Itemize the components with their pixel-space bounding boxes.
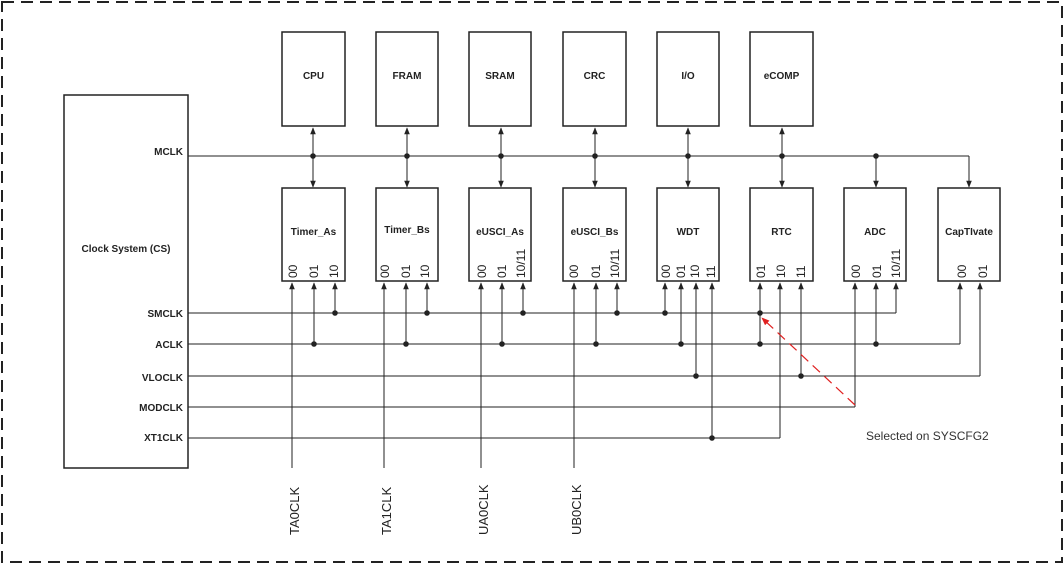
select-code: 00 xyxy=(849,264,863,278)
signal-label-aclk: ACLK xyxy=(155,340,184,351)
top-module-label: FRAM xyxy=(393,71,422,82)
select-code: 10 xyxy=(774,264,788,278)
syscfg2-annotation: Selected on SYSCFG2 xyxy=(761,317,989,443)
select-code: 00 xyxy=(475,264,489,278)
signal-label-modclk: MODCLK xyxy=(139,403,184,414)
peripheral-label: CapTIvate xyxy=(945,227,993,238)
clock-lines xyxy=(188,312,980,439)
mclk-bus xyxy=(188,127,972,188)
signal-label-vloclk: VLOCLK xyxy=(142,373,184,384)
top-module-sram: SRAM xyxy=(468,31,532,127)
peripheral-timer-bs: Timer_Bs 00 01 10 xyxy=(375,187,439,282)
external-clock-ub0clk: UB0CLK xyxy=(569,484,584,535)
junction-dots xyxy=(311,310,879,441)
select-code: 01 xyxy=(976,264,990,278)
peripheral-label: WDT xyxy=(677,227,700,238)
select-code: 01 xyxy=(754,264,768,278)
top-module-fram: FRAM xyxy=(375,31,439,127)
peripheral-captivate: CapTIvate 00 01 xyxy=(937,187,1001,282)
peripheral-label: Timer_Bs xyxy=(384,225,430,236)
top-module-label: I/O xyxy=(681,71,695,82)
peripheral-eusci-bs: eUSCI_Bs 00 01 10/11 xyxy=(562,187,627,282)
select-code: 00 xyxy=(955,264,969,278)
select-code: 11 xyxy=(704,265,718,278)
select-code: 10/11 xyxy=(608,249,622,278)
peripheral-timer-as: Timer_As 00 01 10 xyxy=(281,187,346,282)
top-module-cpu: CPU xyxy=(281,31,346,127)
select-code: 00 xyxy=(567,264,581,278)
clock-system-block: Clock System (CS) MCLK SMCLK ACLK VLOCLK… xyxy=(63,94,189,469)
select-code: 10/11 xyxy=(514,249,528,278)
select-code: 11 xyxy=(794,265,808,278)
select-code: 00 xyxy=(378,264,392,278)
peripheral-rtc: RTC 01 10 11 xyxy=(749,187,814,282)
external-clock-ua0clk: UA0CLK xyxy=(476,484,491,535)
peripheral-label: eUSCI_Bs xyxy=(571,227,619,238)
peripheral-label: Timer_As xyxy=(291,227,337,238)
select-wires xyxy=(289,282,983,468)
top-module-ecomp: eCOMP xyxy=(749,31,814,127)
peripheral-wdt: WDT 00 01 10 11 xyxy=(656,187,720,282)
signal-label-xt1clk: XT1CLK xyxy=(144,433,184,444)
top-module-label: eCOMP xyxy=(764,71,800,82)
select-code: 10 xyxy=(327,264,341,278)
select-code: 01 xyxy=(674,264,688,278)
peripheral-label: RTC xyxy=(771,227,792,238)
clock-system-label: Clock System (CS) xyxy=(82,244,171,255)
external-clock-ta1clk: TA1CLK xyxy=(379,487,394,535)
select-code: 00 xyxy=(659,264,673,278)
external-clock-ta0clk: TA0CLK xyxy=(287,487,302,535)
top-module-label: SRAM xyxy=(485,71,514,82)
top-module-io: I/O xyxy=(656,31,720,127)
peripheral-label: eUSCI_As xyxy=(476,227,524,238)
peripheral-label: ADC xyxy=(864,227,886,238)
select-code: 01 xyxy=(495,264,509,278)
peripheral-eusci-as: eUSCI_As 00 01 10/11 xyxy=(468,187,532,282)
annotation-text: Selected on SYSCFG2 xyxy=(866,429,989,443)
top-module-label: CPU xyxy=(303,71,324,82)
select-code: 01 xyxy=(870,264,884,278)
peripheral-adc: ADC 00 01 10/11 xyxy=(843,187,907,282)
top-module-crc: CRC xyxy=(562,31,627,127)
select-code: 00 xyxy=(286,264,300,278)
select-code: 01 xyxy=(399,264,413,278)
signal-label-smclk: SMCLK xyxy=(147,309,183,320)
select-code: 01 xyxy=(307,264,321,278)
select-code: 10 xyxy=(688,264,702,278)
select-code: 10 xyxy=(418,264,432,278)
signal-label-mclk: MCLK xyxy=(154,147,184,158)
select-code: 01 xyxy=(589,264,603,278)
top-module-label: CRC xyxy=(584,71,606,82)
select-code: 10/11 xyxy=(889,249,903,278)
